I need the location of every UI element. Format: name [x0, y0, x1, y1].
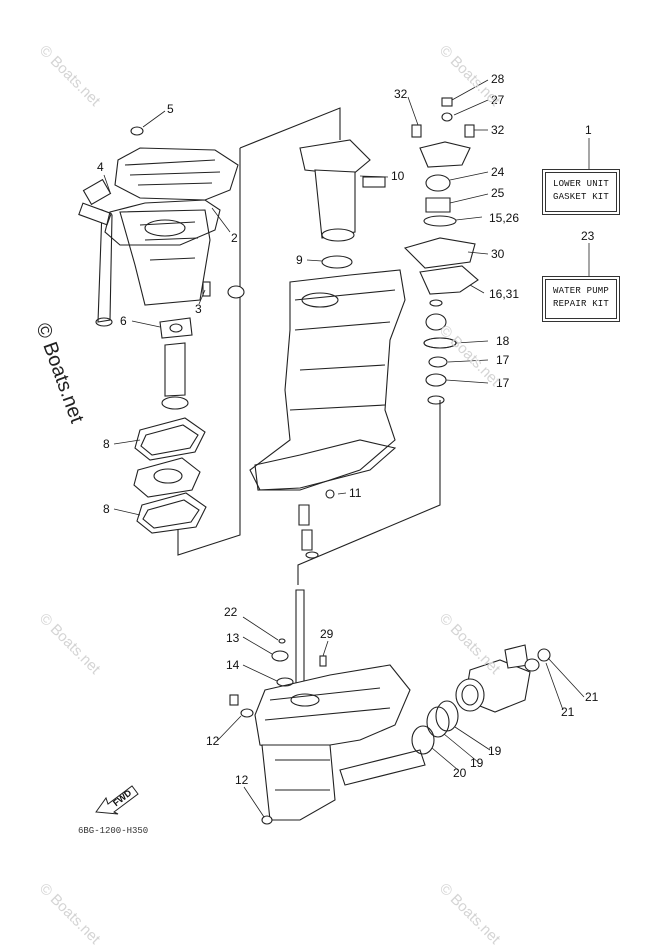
- kit-box-lower-unit: LOWER UNIT GASKET KIT: [542, 169, 620, 215]
- callout-label: 1: [585, 123, 592, 137]
- part-10: [362, 176, 386, 188]
- fwd-arrow-icon: [95, 785, 139, 815]
- bolt-12-top: [229, 694, 254, 718]
- callout-label: 11: [349, 486, 362, 500]
- part-5: [130, 126, 144, 136]
- lower-casing: [254, 664, 426, 821]
- part-9: [321, 255, 353, 269]
- oring-20: [411, 725, 435, 755]
- callout-label: 17: [496, 353, 510, 367]
- water-pump-parts: [403, 97, 479, 405]
- callout-label: 32: [491, 123, 505, 137]
- callout-label: 23: [581, 229, 595, 243]
- callout-label: 29: [320, 627, 334, 641]
- callout-label: 13: [226, 631, 240, 645]
- drawing-code: 6BG-1200-H350: [78, 826, 149, 836]
- part-22: [278, 638, 286, 644]
- part-13: [271, 650, 289, 662]
- leader-lines: [103, 79, 590, 818]
- callout-label: 8: [103, 502, 110, 516]
- kit-line: REPAIR KIT: [552, 299, 609, 309]
- part-3: [202, 281, 245, 299]
- callout-label: 14: [226, 658, 240, 672]
- gasket-8-lower: [136, 492, 207, 534]
- callout-label: 6: [120, 314, 127, 328]
- callout-label: 2: [231, 231, 238, 245]
- oring-19-a: [435, 700, 459, 732]
- kit-line: LOWER UNIT: [552, 179, 609, 189]
- callout-label: 3: [195, 302, 202, 316]
- bracket-line-17: [297, 400, 441, 585]
- callout-label: 12: [206, 734, 220, 748]
- callout-label: 24: [491, 165, 505, 179]
- callout-label: 5: [167, 102, 174, 116]
- drive-shaft-lower: [295, 504, 319, 701]
- callout-label: 28: [491, 72, 505, 86]
- bracket-line-2: [177, 148, 241, 556]
- drive-shaft-housing: [249, 139, 406, 491]
- part-11: [325, 489, 335, 499]
- upper-casing: [78, 147, 239, 327]
- callout-label: 27: [491, 93, 505, 107]
- callout-label: 19: [488, 744, 502, 758]
- oring-19-b: [426, 706, 450, 738]
- callout-label: 22: [224, 605, 238, 619]
- callout-label: 16,31: [489, 287, 520, 301]
- callout-label: 10: [391, 169, 405, 183]
- callout-label: 21: [561, 705, 575, 719]
- callout-label: 21: [585, 690, 599, 704]
- callout-label: 18: [496, 334, 510, 348]
- callout-label: 4: [97, 160, 104, 174]
- callout-label: 32: [394, 87, 408, 101]
- callout-label: 30: [491, 247, 505, 261]
- kit-line: WATER PUMP: [552, 286, 609, 296]
- callout-label: 25: [491, 186, 505, 200]
- bracket-line-top: [239, 107, 341, 149]
- callout-label: 8: [103, 437, 110, 451]
- part-6: [159, 317, 193, 410]
- bolt-12-bottom: [261, 815, 273, 825]
- callout-label: 9: [296, 253, 303, 267]
- callout-label: 19: [470, 756, 484, 770]
- parts-diagram: [78, 79, 590, 825]
- prop-shaft-housing: [455, 644, 551, 713]
- kit-line: GASKET KIT: [552, 192, 609, 202]
- gasket-2: [104, 199, 221, 246]
- callout-label: 17: [496, 376, 510, 390]
- callout-label: 20: [453, 766, 467, 780]
- gasket-8-upper: [134, 417, 206, 461]
- part-29: [319, 655, 327, 667]
- callout-label: 12: [235, 773, 249, 787]
- kit-box-water-pump: WATER PUMP REPAIR KIT: [542, 276, 620, 322]
- part-14: [276, 677, 294, 687]
- callout-label: 15,26: [489, 211, 520, 225]
- plate-middle: [133, 457, 201, 498]
